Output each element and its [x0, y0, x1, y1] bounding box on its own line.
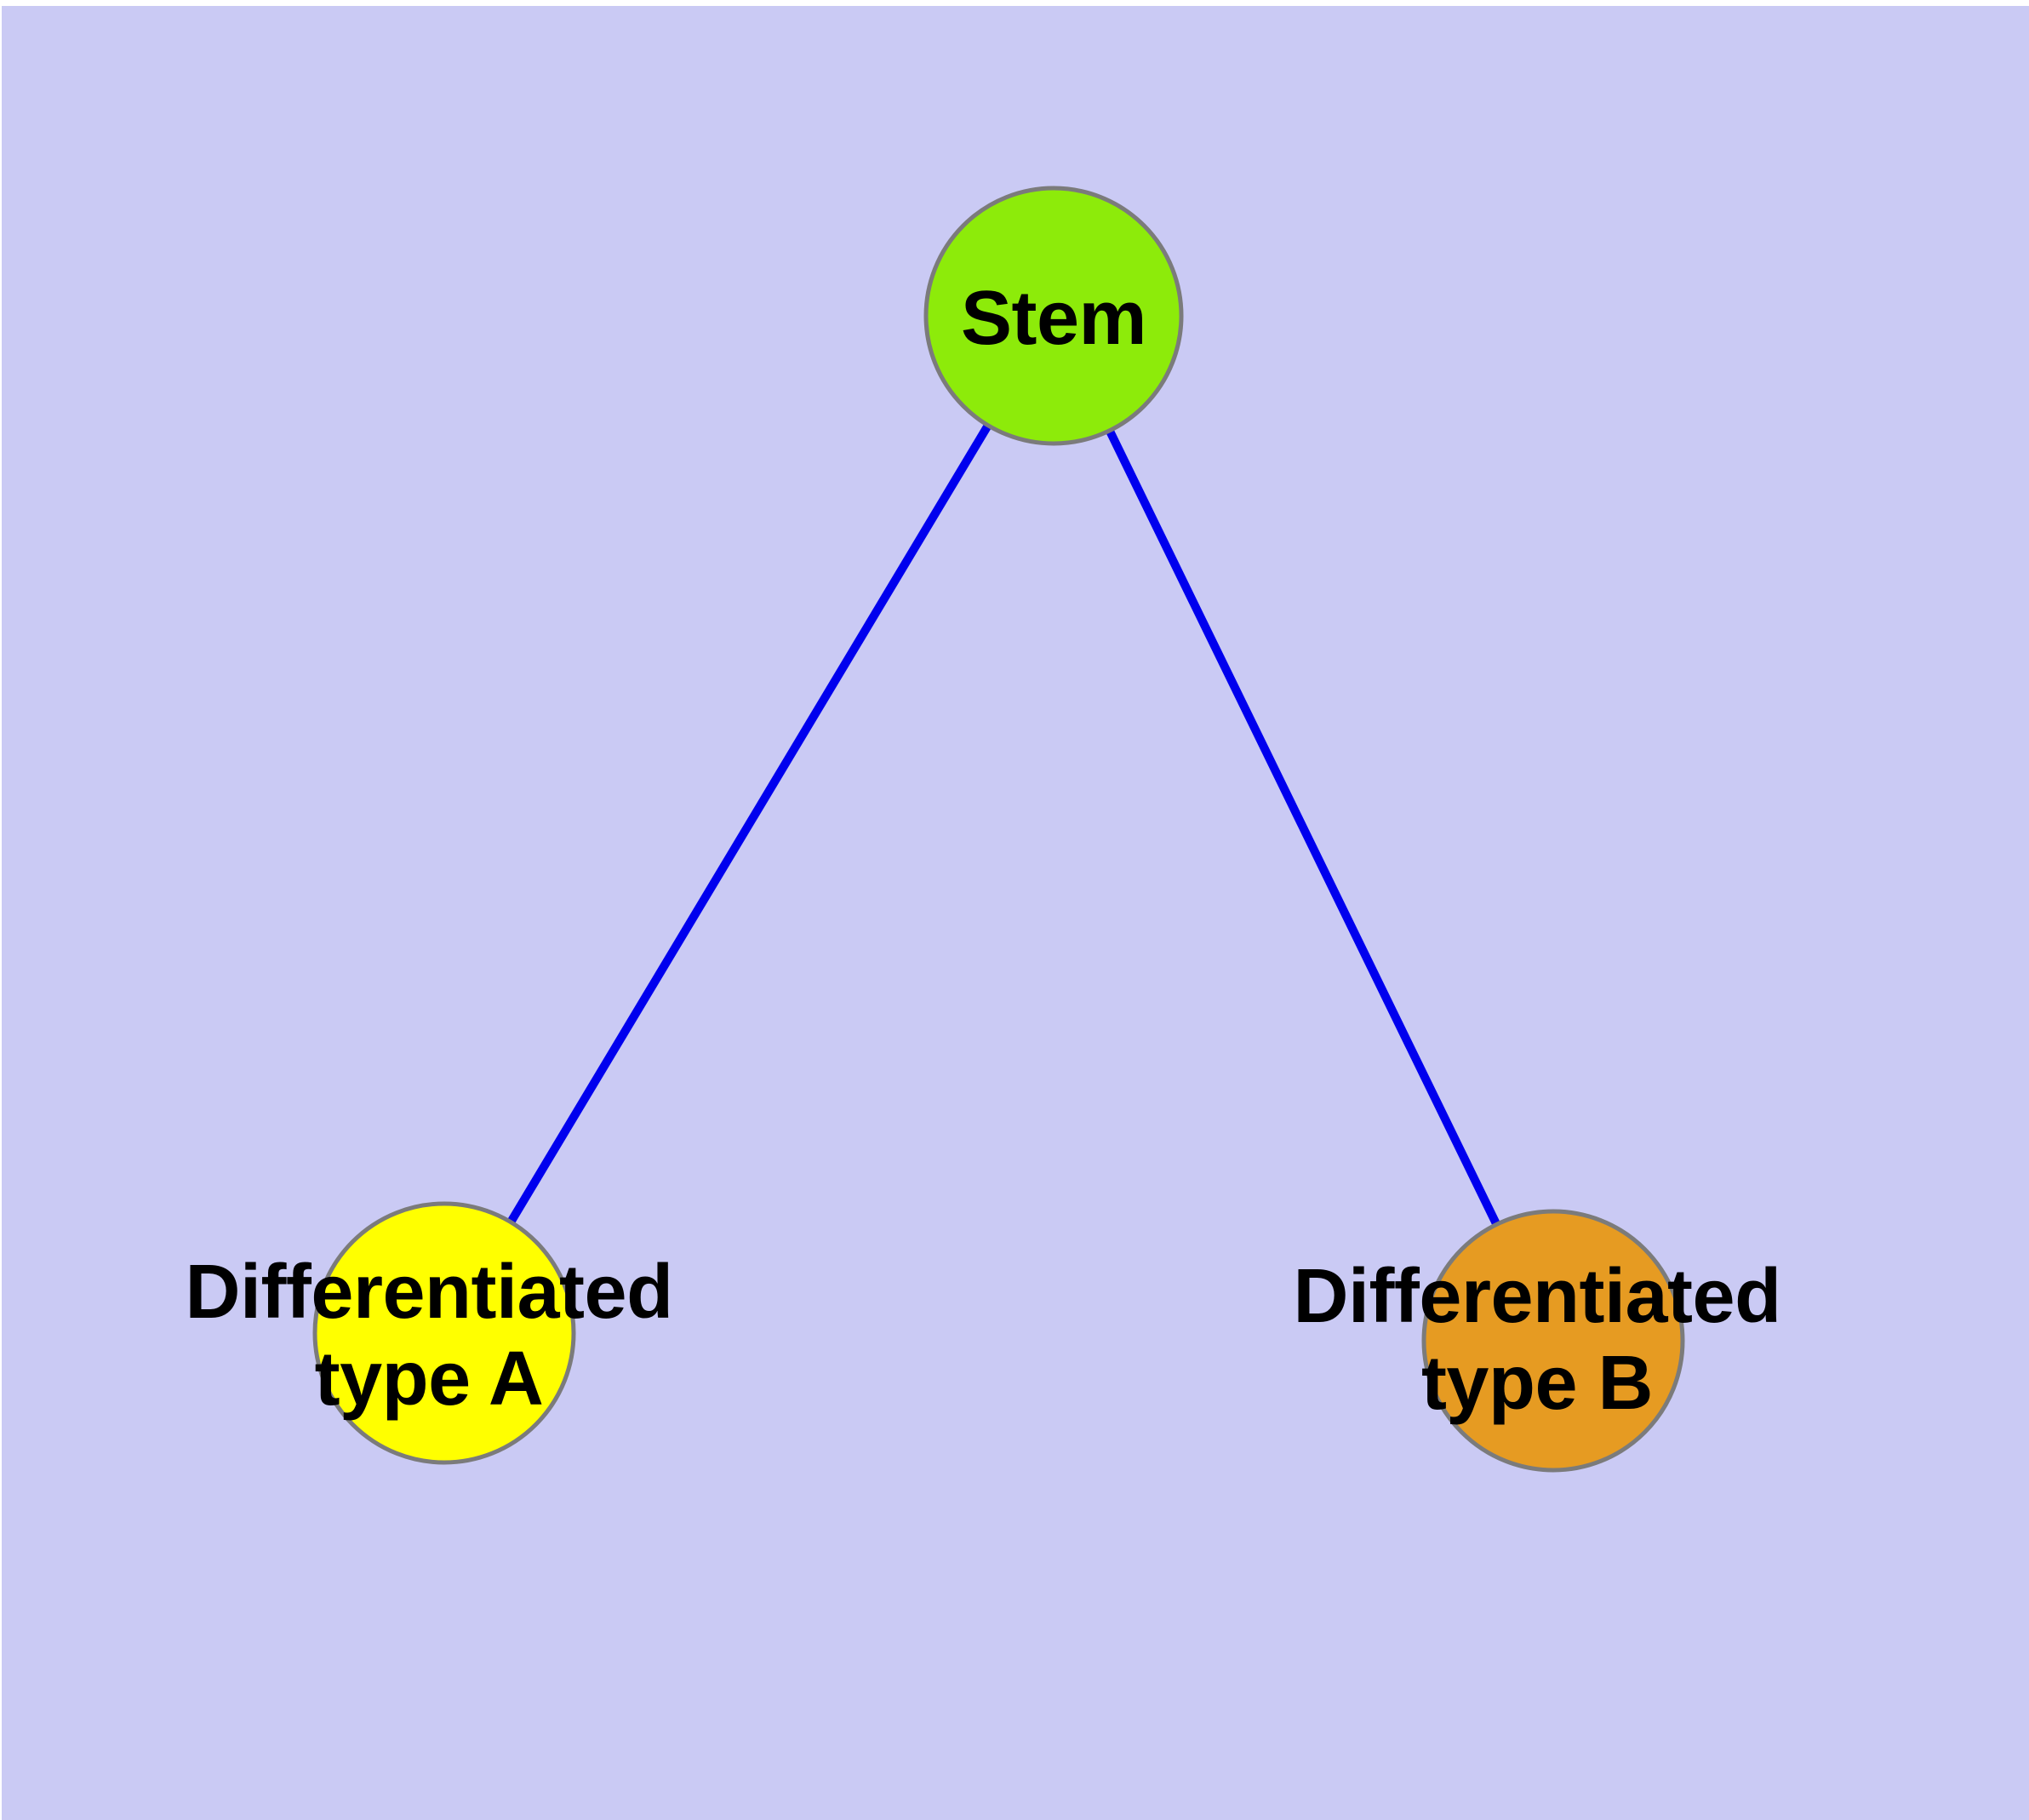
- type-b-node-circle: [1421, 1209, 1685, 1473]
- edge-stem-to-type-b: [1049, 313, 1557, 1343]
- edge-stem-to-type-a: [440, 313, 1058, 1336]
- stem-node-circle: [923, 186, 1184, 446]
- type-a-node-circle: [312, 1201, 576, 1465]
